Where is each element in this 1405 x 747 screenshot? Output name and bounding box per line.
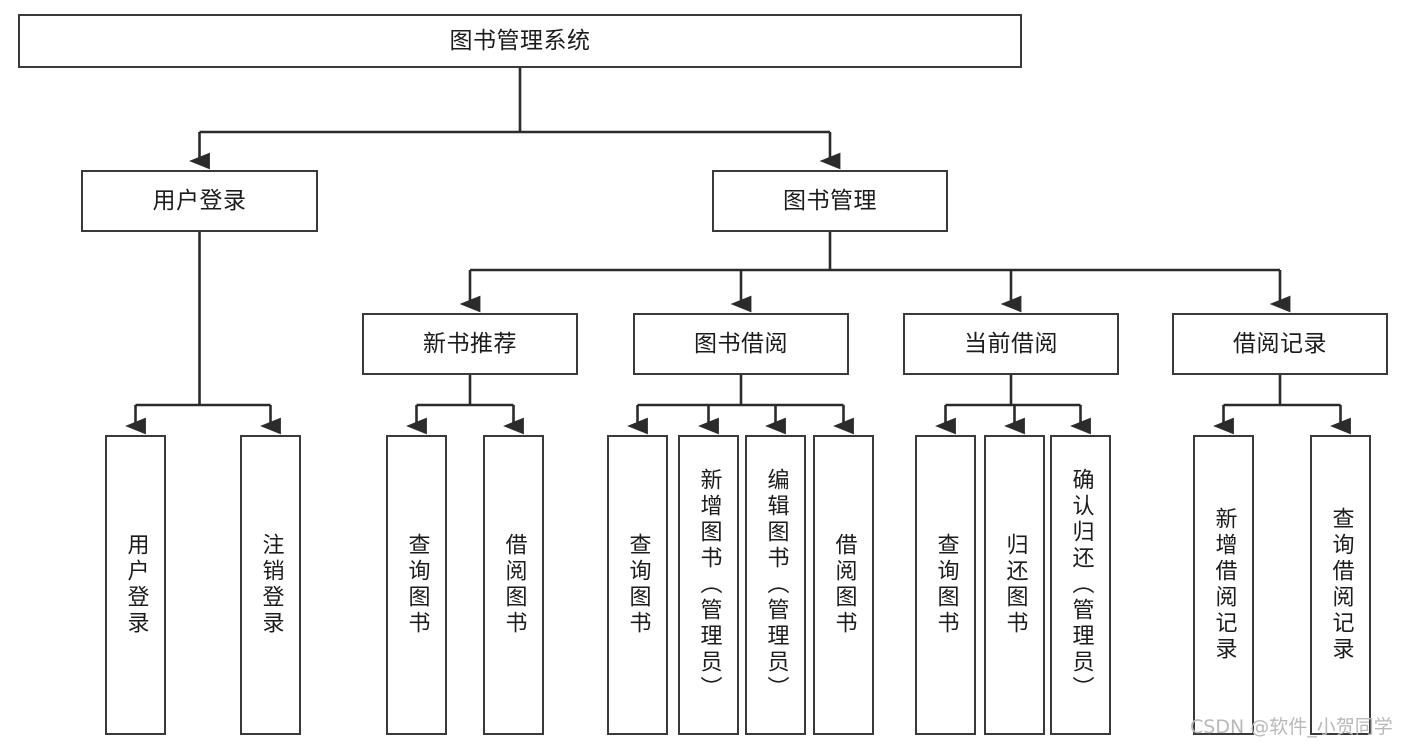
node-label: 查询借阅记录 [1328,507,1354,663]
node-label: 确认归还（管理员） [1068,468,1094,702]
node-label: 归还图书 [1002,533,1028,637]
node-leaf-leaf-confirm-return[interactable]: 确认归还（管理员） [1050,435,1111,735]
node-leaf-leaf-edit-book[interactable]: 编辑图书（管理员） [745,435,806,735]
node-leaf-leaf-query-book-current[interactable]: 查询图书 [915,435,976,735]
node-label: 用户登录 [123,533,149,637]
node-label: 用户登录 [152,187,247,214]
node-label: 图书管理系统 [449,27,591,54]
node-leaf-leaf-query-book-recommend[interactable]: 查询图书 [386,435,447,735]
node-level3-new-book-recommend[interactable]: 新书推荐 [362,313,578,375]
node-label: 新增图书（管理员） [696,468,722,702]
node-leaf-leaf-add-book[interactable]: 新增图书（管理员） [678,435,739,735]
node-label: 编辑图书（管理员） [763,468,789,702]
node-label: 图书借阅 [694,330,788,357]
node-level3-borrow-record[interactable]: 借阅记录 [1172,313,1388,375]
node-leaf-leaf-borrow-book-recommend[interactable]: 借阅图书 [483,435,544,735]
node-label: 新书推荐 [423,330,517,357]
node-level2-user-login[interactable]: 用户登录 [81,170,318,232]
node-leaf-leaf-borrow-book[interactable]: 借阅图书 [813,435,874,735]
node-label: 图书管理 [783,187,877,214]
node-label: 借阅记录 [1233,330,1327,357]
node-label: 查询图书 [404,533,430,637]
node-leaf-leaf-logout[interactable]: 注销登录 [240,435,301,735]
node-leaf-leaf-user-login[interactable]: 用户登录 [105,435,166,735]
node-leaf-leaf-query-book-borrow[interactable]: 查询图书 [607,435,668,735]
node-label: 查询图书 [625,533,651,637]
node-label: 新增借阅记录 [1211,507,1237,663]
node-level3-current-borrow[interactable]: 当前借阅 [903,313,1119,375]
node-label: 查询图书 [933,533,959,637]
node-leaf-leaf-return-book[interactable]: 归还图书 [984,435,1045,735]
node-label: 注销登录 [258,533,284,637]
csdn-watermark: CSDN @软件_小贺同学 [1190,716,1393,738]
node-root-root[interactable]: 图书管理系统 [18,14,1022,68]
node-label: 借阅图书 [501,533,527,637]
node-label: 借阅图书 [831,533,857,637]
node-label: 当前借阅 [964,330,1058,357]
node-level3-book-borrow[interactable]: 图书借阅 [633,313,849,375]
node-leaf-leaf-add-borrow-record[interactable]: 新增借阅记录 [1193,435,1254,735]
node-leaf-leaf-query-borrow-record[interactable]: 查询借阅记录 [1310,435,1371,735]
node-level2-book-manage[interactable]: 图书管理 [712,170,948,232]
